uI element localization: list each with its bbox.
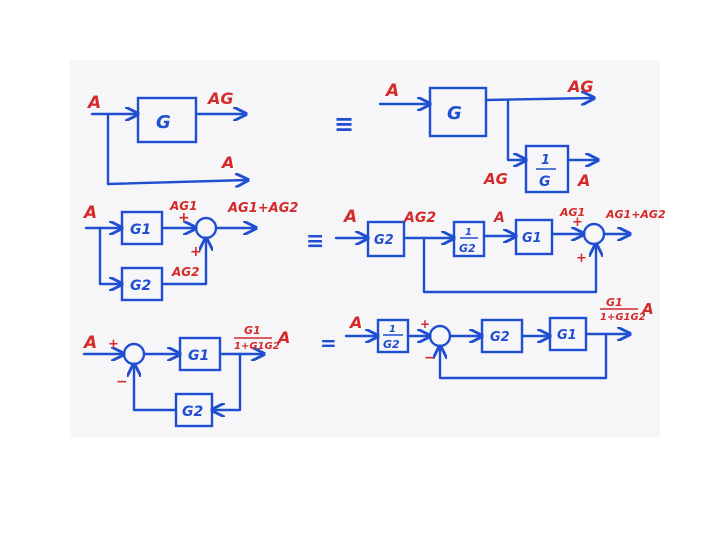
summing-junction xyxy=(582,222,606,246)
block-G-label: G xyxy=(447,103,462,124)
block-G2-label: G2 xyxy=(130,278,151,294)
block-G1-label: G1 xyxy=(130,222,151,238)
arrow-feedforward xyxy=(422,236,596,294)
label-AG2: AG2 xyxy=(171,265,200,279)
block-G1 xyxy=(514,218,554,256)
closed-loop-denominator: 1+G1G2 xyxy=(600,312,646,323)
summing-junction xyxy=(122,342,146,366)
row3-left-diagram: A + G1 G1 1+G1G2 A G2 − xyxy=(82,324,290,428)
label-input-A: A xyxy=(342,207,357,227)
summing-junction xyxy=(194,216,218,240)
arrow-feedback-to-sum xyxy=(134,364,178,412)
label-input-A: A xyxy=(82,333,97,353)
block-frac-den: G2 xyxy=(383,338,400,351)
block-1-over-G xyxy=(524,144,570,194)
summing-junction xyxy=(428,324,452,348)
row3-right-diagram: A 1 G2 + G2 G1 G1 1+G1G2 A − xyxy=(344,296,654,380)
label-output-A: A xyxy=(276,328,290,347)
sign-plus-top: + xyxy=(572,215,583,230)
block-G xyxy=(136,96,198,144)
label-input-A: A xyxy=(82,203,97,223)
arrow-G2-to-sum xyxy=(160,238,206,286)
drawing-sheet xyxy=(70,60,660,438)
block-G xyxy=(428,86,488,138)
row1-right-diagram: A G AG AG 1 G A xyxy=(378,77,598,194)
block-1-over-G2 xyxy=(452,220,486,258)
arrow-takeoff-AG xyxy=(506,98,526,160)
block-G1-label: G1 xyxy=(188,348,209,364)
closed-loop-numerator: G1 xyxy=(606,296,623,309)
arrow-takeoff-A xyxy=(106,112,248,184)
block-G-label: G xyxy=(156,112,171,133)
row2-right-diagram: A G2 AG2 1 G2 A G1 AG1 + AG1+AG2 + xyxy=(334,206,666,294)
closed-loop-numerator: G1 xyxy=(244,324,261,337)
label-takeoff-AG: AG xyxy=(483,170,508,188)
label-AG: AG xyxy=(566,77,594,96)
label-AG1: AG1 xyxy=(559,206,585,219)
label-AG1: AG1 xyxy=(169,199,198,213)
block-G1-label: G1 xyxy=(522,231,542,246)
sign-plus-top: + xyxy=(178,210,190,226)
block-frac-num: 1 xyxy=(465,227,472,238)
arrow-output-AG xyxy=(484,98,594,100)
label-AG: AG xyxy=(206,89,234,108)
block-G2-label: G2 xyxy=(182,404,203,420)
block-G1-label: G1 xyxy=(557,328,577,343)
sign-plus-bottom: + xyxy=(576,251,587,266)
row2-left-diagram: A G1 AG1 + AG1+AG2 G2 AG2 + xyxy=(82,199,298,302)
label-AG1-plus-AG2: AG1+AG2 xyxy=(605,208,666,221)
closed-loop-denominator: 1+G1G2 xyxy=(234,341,280,352)
arrow-feedback xyxy=(440,332,608,380)
equals-sign-3: = xyxy=(320,331,337,355)
arrow-feedback xyxy=(212,352,242,410)
row1-left-diagram: A G AG A xyxy=(86,89,248,184)
sign-plus-bottom: + xyxy=(190,244,202,260)
arrow-branch-G2 xyxy=(98,226,122,284)
block-frac-den: G xyxy=(539,174,551,190)
label-mid-A: A xyxy=(493,210,505,226)
label-output-A: A xyxy=(641,300,654,318)
label-input-A: A xyxy=(348,313,362,332)
block-G2-label: G2 xyxy=(374,233,394,248)
sign-plus: + xyxy=(108,337,119,352)
sign-minus: − xyxy=(424,350,436,366)
label-AG2: AG2 xyxy=(403,210,436,226)
block-frac-den: G2 xyxy=(459,242,476,255)
label-input-A: A xyxy=(384,81,399,101)
block-G2-label: G2 xyxy=(490,330,510,345)
label-AG1-plus-AG2: AG1+AG2 xyxy=(227,201,298,216)
label-takeoff-A: A xyxy=(220,153,234,172)
equivalence-sign-1: ≡ xyxy=(334,110,354,138)
equivalence-sign-2: ≡ xyxy=(306,229,324,254)
label-input-A: A xyxy=(86,93,101,113)
block-frac-num: 1 xyxy=(541,153,550,168)
sign-minus: − xyxy=(116,374,128,390)
label-output-A: A xyxy=(576,171,590,190)
sign-plus: + xyxy=(420,317,430,331)
block-frac-num: 1 xyxy=(389,324,396,335)
